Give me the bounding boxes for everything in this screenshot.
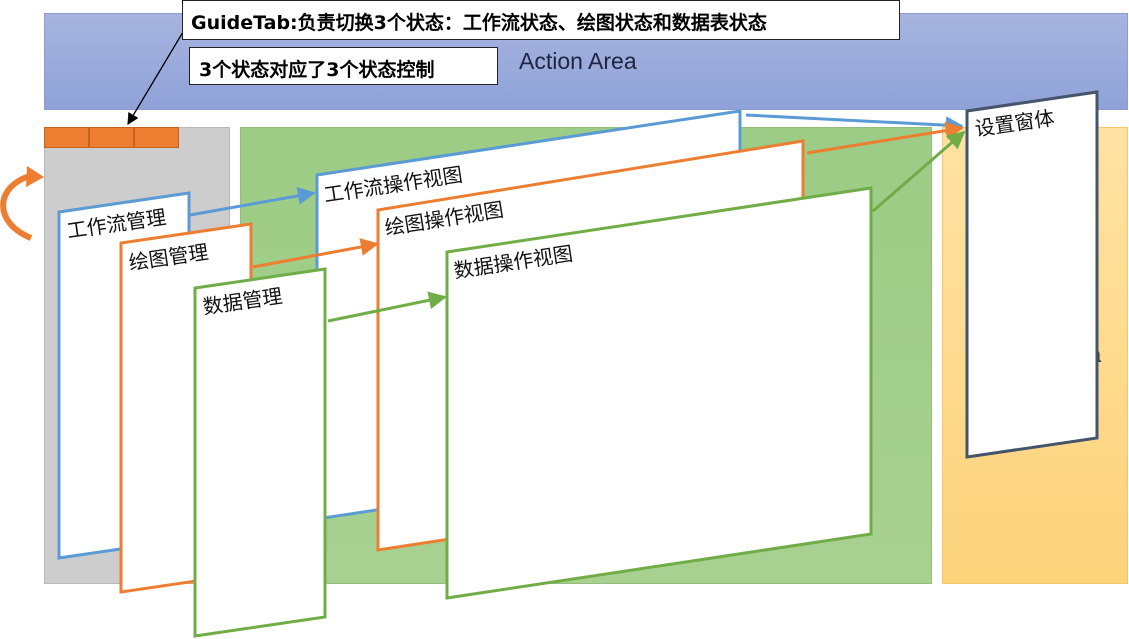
data-settings-arrow [872, 130, 966, 213]
data-view-card [445, 186, 873, 600]
callout-pointer-arrow [127, 31, 184, 126]
states-callout: 3个状态对应了3个状态控制 [189, 47, 498, 85]
settings-window-card [965, 90, 1099, 459]
workflow-connector-arrow [189, 186, 316, 217]
drawing-connector-arrow [252, 238, 379, 269]
cycle-arrow-icon [0, 166, 44, 241]
workflow-settings-arrow [745, 113, 964, 135]
guidetab-callout: GuideTab:负责切换3个状态：工作流状态、绘图状态和数据表状态 [182, 0, 900, 40]
data-connector-arrow [327, 291, 447, 323]
drawing-settings-arrow [806, 121, 964, 155]
data-manager-card [193, 267, 327, 638]
action-area-label: Action Area [519, 48, 637, 74]
guidetab-tab-3[interactable] [134, 127, 179, 148]
guidetab-tab-1[interactable] [44, 127, 89, 148]
guidetab-tab-2[interactable] [89, 127, 134, 148]
